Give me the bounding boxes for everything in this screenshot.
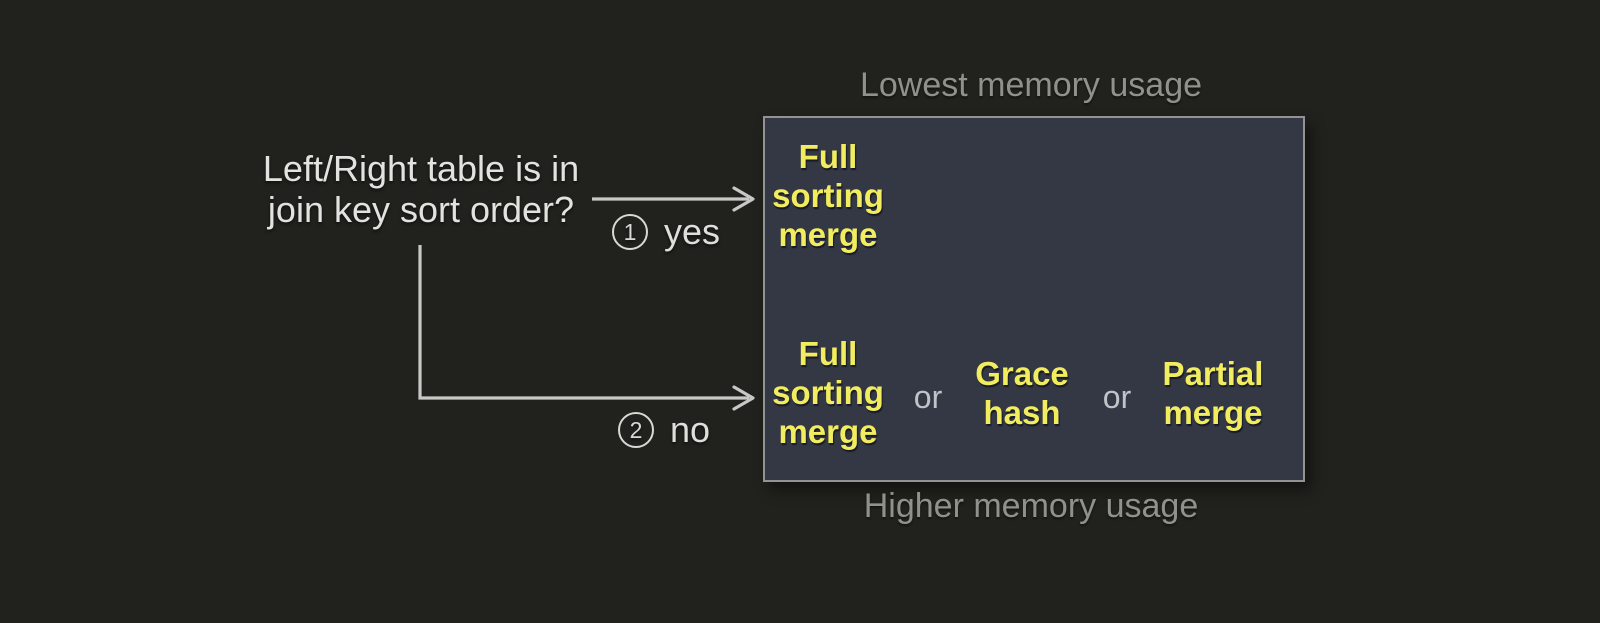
- algorithm-line: Full: [798, 138, 858, 175]
- algorithm-partial-merge: Partial merge: [1163, 354, 1264, 432]
- algorithm-line: sorting: [772, 177, 884, 214]
- algorithm-line: hash: [983, 394, 1061, 431]
- algorithm-full-sorting-merge-unsorted: Full sorting merge: [772, 334, 884, 451]
- no-elbow-line: [418, 245, 749, 400]
- circled-number-1-icon: 1: [612, 214, 648, 250]
- algorithm-line: merge: [1163, 394, 1263, 431]
- circled-number-2-icon: 2: [618, 412, 654, 448]
- algorithm-line: merge: [778, 216, 878, 253]
- algorithm-line: merge: [778, 413, 878, 450]
- branch-yes-text: yes: [664, 211, 721, 252]
- branch-label-no: 2 no: [618, 409, 710, 451]
- algorithm-full-sorting-merge-sorted: Full sorting merge: [772, 137, 884, 254]
- algorithm-grace-hash: Grace hash: [975, 354, 1069, 432]
- branch-no-text: no: [670, 409, 711, 450]
- branch-label-yes: 1 yes: [612, 211, 720, 253]
- memory-caption-higher: Higher memory usage: [863, 487, 1199, 525]
- algorithm-line: Partial: [1162, 355, 1264, 392]
- algorithm-box: [763, 116, 1305, 482]
- question-text: Left/Right table is in join key sort ord…: [240, 148, 602, 230]
- algorithm-line: Full: [798, 335, 858, 372]
- or-separator-1: or: [913, 379, 943, 415]
- yes-arrowhead-icon: [732, 186, 755, 212]
- question-line-2: join key sort order?: [267, 189, 575, 230]
- question-line-1: Left/Right table is in: [262, 148, 580, 189]
- algorithm-line: Grace: [975, 355, 1069, 392]
- memory-caption-lowest: Lowest memory usage: [859, 66, 1203, 104]
- no-arrowhead-icon: [732, 385, 755, 411]
- algorithm-line: sorting: [772, 374, 884, 411]
- or-separator-2: or: [1102, 379, 1132, 415]
